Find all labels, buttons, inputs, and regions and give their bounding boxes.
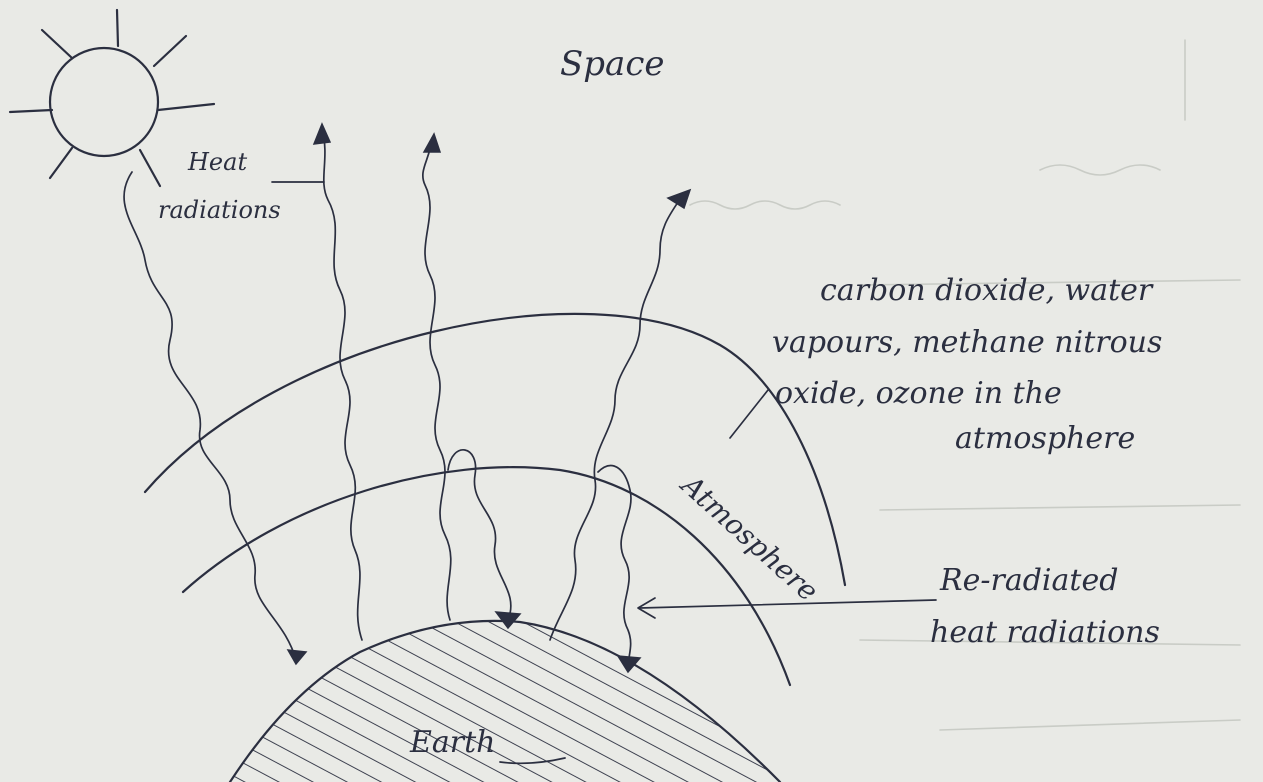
reradiated-label-line1: Re-radiated [939,563,1118,598]
earth-hatched-icon [220,600,790,782]
gases-label-line1: carbon dioxide, water [820,273,1154,308]
gases-label-line4: atmosphere [955,421,1135,456]
arrowhead-icon [288,650,306,664]
arrowhead-icon [314,124,330,144]
reradiated-leader [640,600,936,608]
reradiated-wave-1 [448,450,511,620]
arrowheads [288,124,690,672]
heat-radiations-label-line2: radiations [158,196,281,224]
incoming-radiation-wave [124,172,296,660]
escaping-radiation-wave-1 [322,128,362,640]
escaping-radiation-wave-2 [423,138,451,620]
escaping-radiation-wave-3 [550,196,682,640]
gases-label-line2: vapours, methane nitrous [772,325,1162,360]
space-label: Space [560,44,665,84]
heat-radiations-label-line1: Heat [187,148,247,176]
reradiated-wave-2 [598,466,631,668]
gases-label-line3: oxide, ozone in the [775,376,1062,411]
sun-icon [10,10,214,186]
reradiated-label-line2: heat radiations [930,615,1160,650]
gases-leader [730,390,768,438]
earth-label: Earth [409,725,496,760]
arrowhead-icon [424,134,440,152]
diagram-labels: Space Heat radiations carbon dioxide, wa… [158,44,1162,760]
arrowhead-icon [668,190,690,208]
